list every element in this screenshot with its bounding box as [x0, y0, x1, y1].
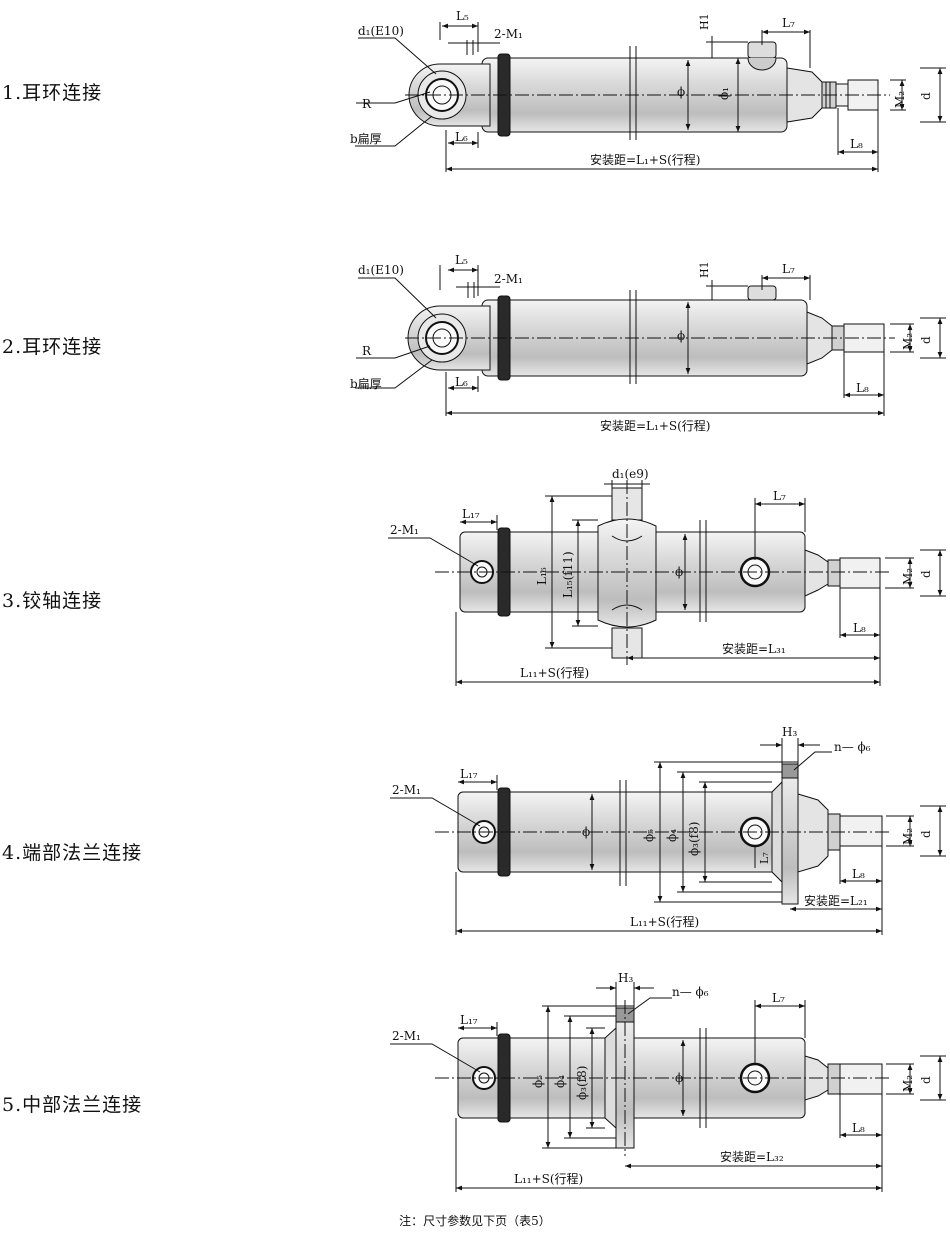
cylinder-2-drawing [355, 265, 946, 416]
label-phi: ϕ [675, 565, 683, 579]
label-M2: M₂ [901, 1075, 915, 1092]
label-L7: L₇ [782, 16, 795, 30]
label-L7: L₇ [782, 262, 795, 276]
label-M1: 2-M₁ [494, 27, 523, 41]
label-mount: 安装距=L₃₂ [720, 1149, 784, 1164]
label-L8: L₈ [856, 381, 869, 395]
label-phi4: ϕ₄ [553, 1075, 567, 1088]
label-H1: H1 [698, 13, 711, 30]
label-L5: L₅ [456, 9, 469, 23]
label-total: L₁₁+S(行程) [630, 914, 699, 929]
label-d: d [919, 830, 933, 838]
label-mount: 安装距=L₁+S(行程) [590, 152, 700, 167]
label-b: b扁厚 [350, 377, 382, 391]
label-M1: 2-M₁ [494, 272, 523, 286]
row-label-4: 4.端部法兰连接 [2, 842, 143, 864]
cylinder-3-drawing [388, 480, 946, 686]
cylinder-1-drawing [355, 22, 946, 172]
label-phi4: ϕ₄ [665, 829, 679, 842]
label-M2: M₂ [901, 828, 915, 845]
label-phi: ϕ [675, 1071, 683, 1085]
label-L16: L₁₆ [535, 567, 549, 585]
cylinder-4-drawing [390, 738, 946, 935]
label-mount: 安装距=L₃₁ [722, 641, 786, 656]
label-d1: d₁(E10) [358, 263, 404, 277]
label-d: d [919, 570, 933, 578]
label-L17: L₁₇ [462, 507, 480, 521]
label-phi: ϕ [582, 825, 590, 839]
label-total: L₁₁+S(行程) [520, 665, 589, 680]
label-M2: M₂ [901, 333, 915, 350]
label-H1: H1 [698, 261, 711, 278]
label-phi: ϕ [677, 85, 685, 99]
row-label-2: 2.耳环连接 [2, 336, 103, 358]
label-d: d [919, 336, 933, 344]
cylinder-5-drawing [390, 982, 946, 1192]
row-label-5: 5.中部法兰连接 [2, 1094, 143, 1116]
label-H3: H₃ [782, 725, 797, 739]
label-phi: ϕ [677, 329, 685, 343]
label-d: d [919, 1076, 933, 1084]
label-L8: L₈ [852, 1121, 865, 1135]
footnote: 注：尺寸参数见下页（表5） [399, 1214, 551, 1228]
label-M1: 2-M₁ [392, 783, 421, 797]
label-L17: L₁₇ [460, 767, 478, 781]
label-phi3: ϕ₃(f8) [687, 822, 701, 856]
label-L8: L₈ [852, 867, 865, 881]
label-d1: d₁(E10) [358, 24, 404, 38]
label-mount: 安装距=L₂₁ [804, 893, 868, 908]
label-mount: 安装距=L₁+S(行程) [600, 418, 710, 433]
label-L7: L₇ [772, 991, 785, 1005]
label-R: R [362, 97, 372, 111]
label-nphi: n— ϕ₆ [672, 985, 709, 999]
label-M1: 2-M₁ [392, 1029, 421, 1043]
label-H3: H₃ [618, 971, 633, 985]
label-L8: L₈ [853, 621, 866, 635]
label-nphi: n— ϕ₆ [834, 740, 871, 754]
label-phi3: ϕ₃(f8) [575, 1066, 589, 1100]
label-L7: L₇ [773, 489, 786, 503]
label-d: d [919, 92, 933, 100]
label-L17: L₁₇ [460, 1013, 478, 1027]
label-L7: L₇ [758, 852, 771, 864]
label-M2: M₂ [893, 91, 907, 108]
label-L8: L₈ [850, 137, 863, 151]
row-label-1: 1.耳环连接 [2, 82, 103, 104]
label-d1: d₁(e9) [612, 467, 649, 481]
label-M1: 2-M₁ [390, 523, 419, 537]
label-phi5: ϕ₅ [531, 1075, 545, 1088]
label-total: L₁₁+S(行程) [514, 1171, 583, 1186]
label-phi5: ϕ₅ [642, 829, 656, 842]
label-L6: L₆ [455, 375, 468, 389]
label-L5: L₅ [455, 253, 468, 267]
label-L6: L₆ [455, 130, 468, 144]
label-R: R [362, 344, 372, 358]
label-L15: L₁₅(f11) [561, 551, 575, 598]
label-M2: M₂ [901, 568, 915, 585]
label-phi1: ϕ₁ [717, 87, 731, 100]
row-label-3: 3.铰轴连接 [2, 590, 103, 612]
label-b: b扁厚 [350, 132, 382, 146]
